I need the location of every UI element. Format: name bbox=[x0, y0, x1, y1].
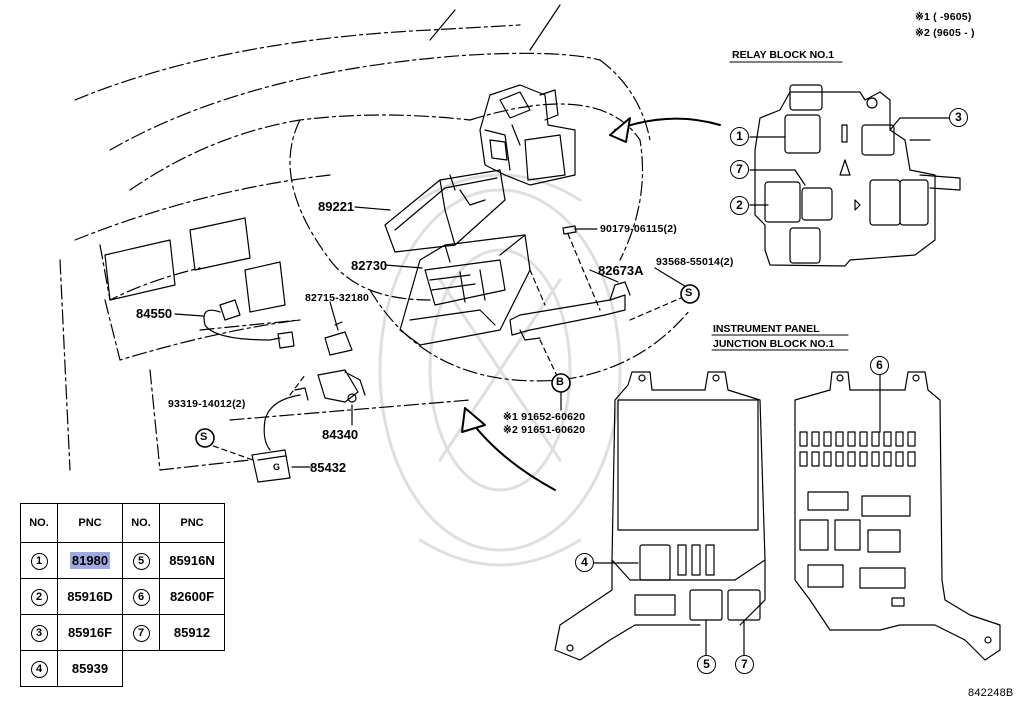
row-no-badge: 3 bbox=[30, 624, 48, 642]
part-label-89221: 89221 bbox=[318, 199, 355, 214]
part-label-82673A: 82673A bbox=[598, 263, 644, 278]
table-header-row: NO. PNC NO. PNC bbox=[20, 503, 225, 543]
junction-block-82730 bbox=[399, 234, 531, 346]
header-no-2: NO. bbox=[122, 503, 160, 543]
symbol-s-right: S bbox=[685, 287, 693, 299]
part-label-85432: 85432 bbox=[310, 460, 347, 475]
pnc-cell[interactable]: 85939 bbox=[57, 650, 123, 687]
callout-6: 6 bbox=[870, 356, 889, 375]
pnc-link[interactable]: 85916N bbox=[169, 553, 215, 568]
ip-junction-heading-line2: JUNCTION BLOCK NO.1 bbox=[713, 338, 835, 350]
part-label-90179-06115: 90179-06115(2) bbox=[600, 223, 677, 235]
pnc-link[interactable]: 85916F bbox=[67, 625, 113, 640]
pnc-link[interactable]: 82600F bbox=[169, 589, 215, 604]
header-pnc-1: PNC bbox=[57, 503, 123, 543]
bracket-82673A bbox=[509, 281, 631, 341]
row-no-cell: 5 bbox=[122, 542, 160, 579]
callout-3: 3 bbox=[949, 108, 968, 127]
symbol-b: B bbox=[556, 376, 564, 388]
row-no-cell: 6 bbox=[122, 578, 160, 615]
ip-junction-heading-line1: INSTRUMENT PANEL bbox=[713, 323, 820, 335]
symbol-s-left: S bbox=[200, 431, 208, 443]
part-label-82730: 82730 bbox=[351, 258, 388, 273]
row-no-badge: 5 bbox=[132, 552, 150, 570]
part-label-93319-14012: 93319-14012(2) bbox=[168, 398, 246, 410]
row-no-cell: 4 bbox=[20, 650, 58, 687]
part-label-84340: 84340 bbox=[322, 427, 359, 442]
relay-block-heading: RELAY BLOCK NO.1 bbox=[732, 49, 835, 61]
pnc-cell[interactable]: 82600F bbox=[159, 578, 225, 615]
pnc-table: NO. PNC NO. PNC 1 81980 5 85916N 2 85916… bbox=[20, 503, 225, 687]
row-no-cell: 1 bbox=[20, 542, 58, 579]
pnc-cell[interactable]: 85916F bbox=[57, 614, 123, 651]
watermark-emblem bbox=[378, 173, 622, 567]
table-row: 1 81980 5 85916N bbox=[20, 542, 225, 579]
part-label-91651-60620: ※2 91651-60620 bbox=[503, 424, 586, 436]
part-label-82715-32180: 82715-32180 bbox=[305, 292, 370, 304]
empty-cell bbox=[123, 651, 160, 687]
ip-junction-block-front bbox=[554, 371, 766, 661]
empty-cell bbox=[160, 651, 225, 687]
callout-1: 1 bbox=[730, 127, 749, 146]
pnc-cell[interactable]: 85916N bbox=[159, 542, 225, 579]
dashboard-outline bbox=[59, 24, 691, 471]
callout-5: 5 bbox=[697, 655, 716, 674]
connector-82715 bbox=[324, 321, 353, 356]
pnc-cell[interactable]: 81980 bbox=[57, 542, 123, 579]
part-label-93568-55014: 93568-55014(2) bbox=[656, 256, 734, 268]
relay-block-assembly bbox=[479, 84, 576, 186]
pnc-link[interactable]: 85912 bbox=[173, 625, 211, 640]
part-label-91652-60620: ※1 91652-60620 bbox=[503, 411, 586, 423]
dash-panels bbox=[104, 217, 286, 313]
callout-4: 4 bbox=[575, 553, 594, 572]
table-row: 2 85916D 6 82600F bbox=[20, 578, 225, 615]
note-2: ※2 (9605 - ) bbox=[915, 27, 975, 39]
fuse-slots bbox=[799, 431, 916, 467]
header-pnc-2: PNC bbox=[159, 503, 225, 543]
row-no-cell: 3 bbox=[20, 614, 58, 651]
row-no-badge: 4 bbox=[30, 660, 48, 678]
diagram-code: 842248B bbox=[968, 687, 1014, 699]
symbol-g: G bbox=[273, 462, 281, 472]
row-no-badge: 7 bbox=[132, 624, 150, 642]
row-no-badge: 1 bbox=[30, 552, 48, 570]
pnc-cell[interactable]: 85916D bbox=[57, 578, 123, 615]
ecu-89221 bbox=[384, 169, 506, 253]
pnc-link[interactable]: 85916D bbox=[67, 589, 113, 604]
callout-2: 2 bbox=[730, 196, 749, 215]
row-no-badge: 2 bbox=[30, 588, 48, 606]
row-no-badge: 6 bbox=[132, 588, 150, 606]
callout-7-junction: 7 bbox=[735, 655, 754, 674]
row-no-cell: 7 bbox=[122, 614, 160, 651]
header-no-1: NO. bbox=[20, 503, 58, 543]
note-1: ※1 ( -9605) bbox=[915, 11, 972, 23]
table-row: 4 85939 bbox=[20, 650, 225, 687]
sensor-84550 bbox=[203, 299, 295, 349]
part-label-84550: 84550 bbox=[136, 306, 173, 321]
table-row: 3 85916F 7 85912 bbox=[20, 614, 225, 651]
relay-block-detail bbox=[754, 84, 961, 267]
sensor-85432 bbox=[251, 387, 309, 483]
switch-84340 bbox=[317, 369, 366, 403]
pnc-link[interactable]: 85939 bbox=[71, 661, 109, 676]
callout-7-relay: 7 bbox=[730, 160, 749, 179]
row-no-cell: 2 bbox=[20, 578, 58, 615]
pnc-cell[interactable]: 85912 bbox=[159, 614, 225, 651]
pnc-link-highlighted[interactable]: 81980 bbox=[69, 552, 111, 569]
ip-junction-block-back bbox=[794, 371, 1001, 661]
